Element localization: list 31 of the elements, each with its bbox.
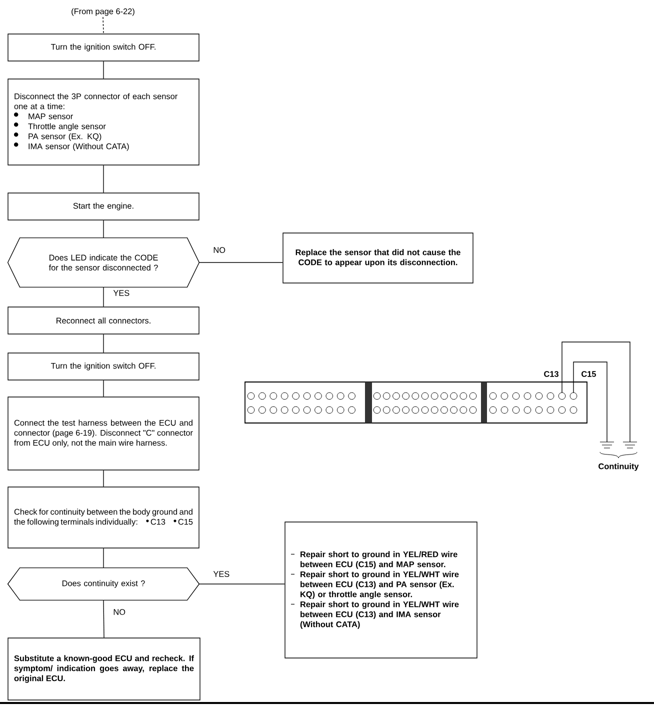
process-box: Reconnect all connectors. (8, 306, 200, 334)
process-box: Turn the ignition switch OFF. (8, 34, 200, 62)
process-box: Disconnect the 3P connector of each sensor one at a time: MAP sensor Throttle angle sensor PA sensor (Ex. KQ) IMA sensor (Without CATA) (8, 78, 200, 166)
process-box: Turn the ignition switch OFF. (8, 352, 200, 380)
edge-label: YES (112, 289, 131, 297)
connector-line (103, 165, 104, 193)
connector-line (103, 220, 104, 238)
connector-line (103, 548, 104, 568)
terminal-label: C15 (582, 371, 596, 377)
continuity-label: Continuity (598, 463, 639, 471)
process-box: Repair short to ground in YEL/RED wire between ECU (C15) and MAP sensor. Repair short to ground in YEL/WHT wire between ECU (C13) and PA sensor (Ex. KQ) or throttle angle sensor. Repair short to ground in YEL/WHT wire between ECU (C13) and IMA sensor (Without CATA) (284, 522, 478, 658)
decision-hexagon: Does continuity exist ? (7, 567, 200, 601)
process-box: Check for continuity between the body ground and the following terminals individually: C13 C15 (8, 486, 200, 548)
connector-line (103, 61, 104, 79)
connector-line (103, 286, 104, 307)
edge-label: YES (212, 570, 231, 578)
terminal-label: C13 (544, 371, 558, 377)
process-box: Replace the sensor that did not cause the CODE to appear upon its disconnection. (282, 232, 474, 284)
connector-line (198, 262, 283, 263)
connector-line (103, 470, 104, 487)
connector-line (102, 16, 104, 34)
decision-hexagon: Does LED indicate the CODE for the sensor disconnected ? (7, 237, 200, 288)
reference-text: (From page 6-22) (72, 8, 134, 16)
edge-label: NO (112, 608, 126, 616)
connector-line (103, 380, 104, 397)
connector-line (103, 600, 104, 638)
edge-label: NO (212, 246, 226, 254)
process-box: Substitute a known-good ECU and recheck. If symptom/ indication goes away, replace the original ECU. (8, 638, 200, 700)
connector-line (103, 334, 104, 353)
process-box: Start the engine. (8, 192, 200, 220)
process-box: Connect the test harness between the ECU and connector (page 6-19). Disconnect "C" connector from ECU only, not the main wire harness. (8, 396, 200, 470)
